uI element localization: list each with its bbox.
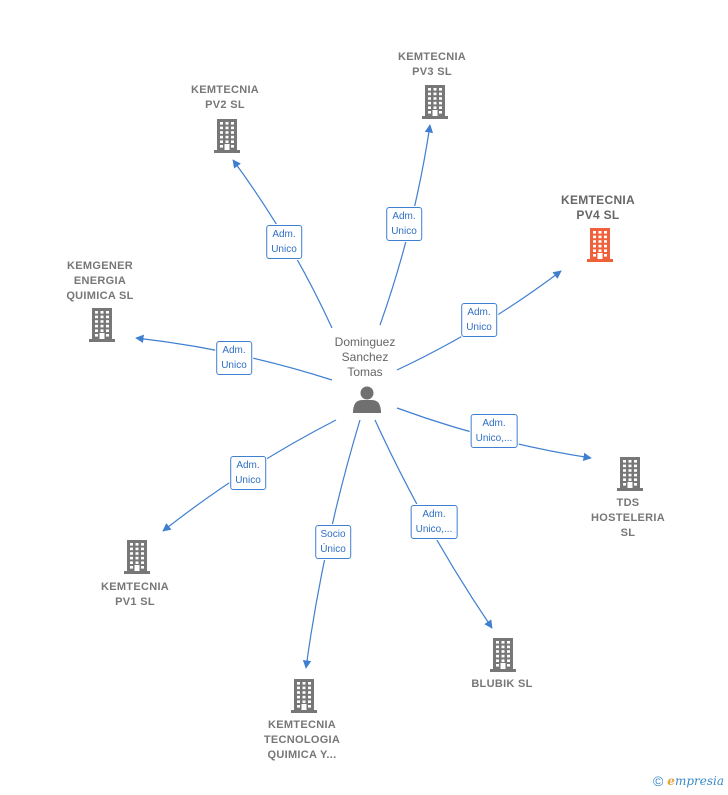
building-icon[interactable] (291, 679, 317, 713)
person-icon[interactable] (353, 386, 381, 414)
company-node-kemgener-line: QUIMICA SL (66, 290, 134, 302)
relation-label-line: Adm. (467, 307, 491, 318)
company-node-kemgener[interactable]: KEMGENER ENERGIA QUIMICA SL (66, 259, 133, 304)
relation-label-tds[interactable]: Adm. Unico,... (470, 414, 518, 448)
building-icon[interactable] (490, 638, 516, 672)
company-node-tds-line: HOSTELERIA (591, 512, 665, 524)
person-node-line: Tomas (347, 365, 383, 379)
building-icon[interactable] (587, 228, 613, 262)
company-node-tecnologia-line: TECNOLOGIA (263, 734, 341, 746)
company-node-tecnologia[interactable]: KEMTECNIA TECNOLOGIA QUIMICA Y... (264, 718, 340, 763)
relation-label-line: Adm. (272, 229, 296, 240)
relation-label-pv3[interactable]: Adm. Unico (386, 207, 422, 241)
company-node-pv1-line: KEMTECNIA (100, 581, 170, 593)
relation-label-line: Adm. (222, 345, 246, 356)
company-node-kemgener-line: ENERGIA (73, 275, 127, 287)
company-node-pv2-line: PV2 SL (205, 99, 245, 111)
company-node-pv4-line: PV4 SL (576, 208, 620, 222)
relation-label-pv2[interactable]: Adm. Unico (266, 225, 302, 259)
company-node-blubik[interactable]: BLUBIK SL (471, 677, 532, 692)
relation-label-line: Unico (271, 244, 297, 255)
relation-label-blubik[interactable]: Adm. Unico,... (410, 505, 458, 539)
relation-label-line: Unico (466, 322, 492, 333)
relation-label-pv4[interactable]: Adm. Unico (461, 303, 497, 337)
relation-label-line: Adm. (236, 460, 260, 471)
company-node-pv3-line: KEMTECNIA (397, 51, 467, 63)
footer-brand: © empresia (653, 773, 724, 789)
relation-label-line: Unico (235, 475, 261, 486)
company-node-pv2[interactable]: KEMTECNIA PV2 SL (191, 83, 259, 113)
building-icon[interactable] (124, 540, 150, 574)
relation-label-line: Adm. (422, 509, 446, 520)
relation-label-line: Adm. (482, 418, 506, 429)
relation-label-kemgener[interactable]: Adm. Unico (216, 341, 252, 375)
building-icon[interactable] (617, 457, 643, 491)
company-node-kemgener-line: KEMGENER (67, 260, 133, 272)
company-node-pv2-line: KEMTECNIA (190, 84, 260, 96)
company-node-pv1[interactable]: KEMTECNIA PV1 SL (101, 580, 169, 610)
building-icon[interactable] (214, 119, 240, 153)
company-node-tds-line: TDS (616, 497, 640, 509)
copyright-symbol: © (652, 773, 664, 789)
company-node-pv1-line: PV1 SL (115, 596, 155, 608)
relation-label-line: Unico,... (475, 433, 513, 444)
relation-label-line: Unico,... (415, 524, 453, 535)
company-node-tds[interactable]: TDS HOSTELERIA SL (591, 496, 665, 541)
building-icon[interactable] (422, 85, 448, 119)
relation-label-line: Unico (221, 360, 247, 371)
company-node-pv3[interactable]: KEMTECNIA PV3 SL (398, 50, 466, 80)
company-node-blubik-line: BLUBIK SL (471, 678, 533, 690)
empresia-logo[interactable]: empresia (667, 774, 724, 788)
company-node-pv4-line: KEMTECNIA (560, 193, 636, 207)
relation-label-pv1[interactable]: Adm. Unico (230, 456, 266, 490)
company-node-pv3-line: PV3 SL (412, 66, 452, 78)
relation-label-line: Socio (320, 529, 346, 540)
person-node-line: Dominguez (334, 335, 396, 349)
company-node-tecnologia-line: QUIMICA Y... (267, 749, 337, 761)
company-node-tds-line: SL (620, 527, 636, 539)
relation-label-line: Unico (391, 226, 417, 237)
relation-label-line: Único (320, 544, 346, 555)
relation-label-line: Adm. (392, 211, 416, 222)
person-node-line: Sanchez (341, 350, 389, 364)
company-node-tecnologia-line: KEMTECNIA (267, 719, 337, 731)
building-icon[interactable] (89, 308, 115, 342)
